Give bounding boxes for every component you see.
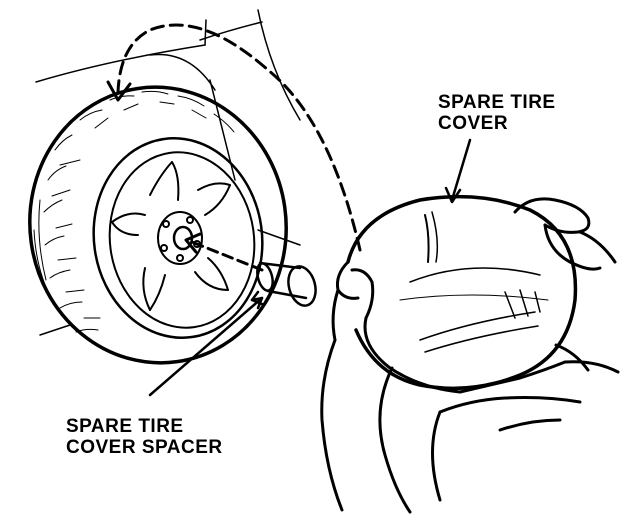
leader-arrow-icon	[444, 138, 472, 204]
spare-tire-cover	[346, 194, 578, 391]
tire-tread	[33, 90, 235, 333]
spare-tire-cover-spacer-label-line1: SPARE TIRE	[66, 416, 184, 437]
wheel-spokes	[111, 161, 231, 311]
wheel-hub	[157, 211, 203, 265]
leader-arrow-icon	[148, 296, 264, 397]
hands	[320, 197, 620, 514]
vehicle-body-lines	[35, 9, 301, 336]
spare-tire-cover-label-line1: SPARE TIRE	[438, 92, 556, 113]
tire-sidewall	[92, 137, 264, 339]
tire-bead	[108, 151, 256, 329]
spare-tire-cover-label: SPARE TIRE COVER	[438, 92, 556, 134]
spare-tire-cover-spacer-label-line2: COVER SPACER	[66, 437, 223, 458]
curved-dashed-arrow-icon	[106, 23, 362, 252]
cover-printed-mark	[419, 289, 541, 353]
spare-tire	[28, 85, 288, 365]
spare-tire-cover-spacer-label: SPARE TIRE COVER SPACER	[66, 416, 223, 458]
spare-tire-cover-spacer	[250, 261, 317, 307]
tire-outer	[28, 85, 288, 365]
dashed-arrow-icon	[184, 232, 264, 272]
spare-tire-cover-label-line2: COVER	[438, 113, 509, 134]
